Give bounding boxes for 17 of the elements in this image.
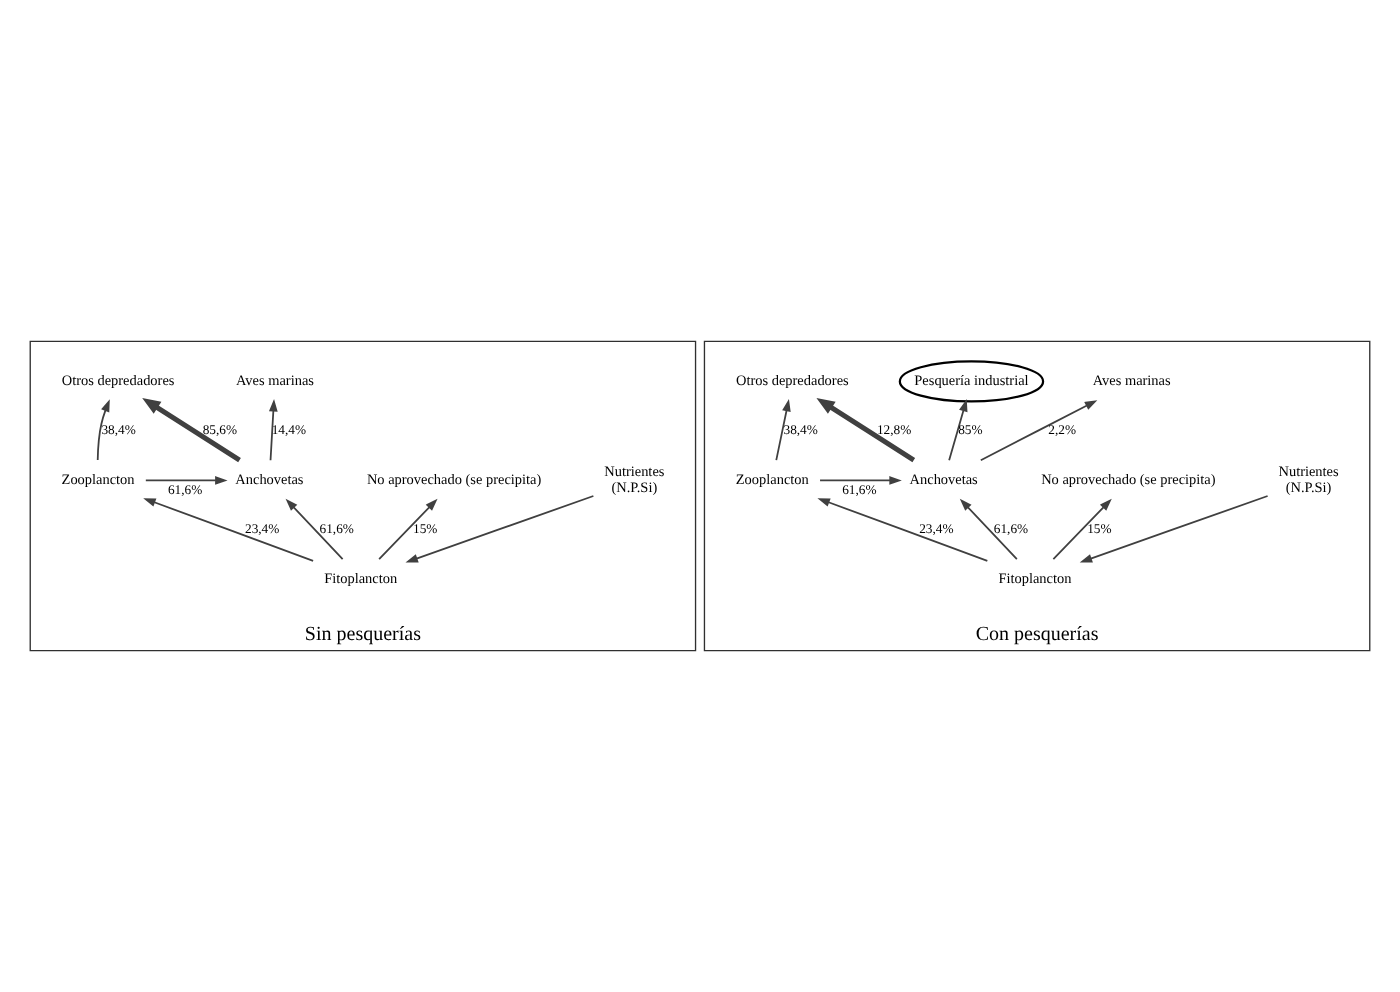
arrow	[143, 498, 314, 562]
arrow	[142, 397, 241, 463]
arrow	[1079, 495, 1269, 563]
arrow	[948, 399, 968, 462]
arrow	[144, 476, 228, 485]
arrow	[378, 498, 438, 561]
arrow	[817, 498, 989, 562]
arrow	[816, 397, 916, 463]
arrow	[959, 498, 1018, 561]
arrow	[979, 400, 1098, 462]
arrow	[819, 476, 902, 485]
arrow	[775, 398, 791, 462]
arrow	[96, 399, 110, 461]
arrow	[1052, 498, 1112, 561]
arrow	[268, 398, 278, 462]
arrow	[405, 495, 595, 563]
arrow	[285, 498, 344, 561]
